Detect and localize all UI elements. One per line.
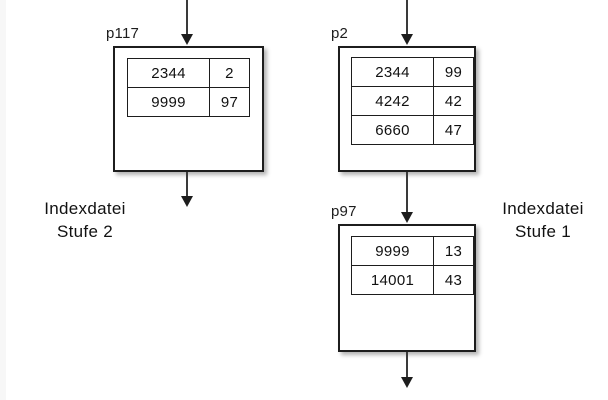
entry-table-p117: 2344 2 9999 97 <box>127 58 250 117</box>
entry-key: 9999 <box>127 87 210 117</box>
arrow-into-p117 <box>186 0 188 36</box>
arrow-out-of-p117-head <box>181 196 193 207</box>
arrow-p2-to-p97-head <box>401 212 413 223</box>
arrow-into-p117-head <box>181 34 193 45</box>
index-block-p117[interactable]: 2344 2 9999 97 <box>113 46 264 172</box>
entry-table-p97: 9999 13 14001 43 <box>351 236 474 295</box>
arrow-p2-to-p97 <box>406 172 408 214</box>
table-row[interactable]: 9999 13 <box>351 236 474 266</box>
table-row[interactable]: 6660 47 <box>351 115 474 145</box>
entry-key: 9999 <box>351 236 434 266</box>
table-row[interactable]: 4242 42 <box>351 86 474 116</box>
entry-key: 2344 <box>351 57 434 87</box>
arrow-out-of-p97-head <box>401 377 413 388</box>
index-block-p97[interactable]: 9999 13 14001 43 <box>338 224 476 352</box>
entry-pointer: 99 <box>433 57 474 87</box>
arrow-into-p2-head <box>401 34 413 45</box>
index-block-p2[interactable]: 2344 99 4242 42 6660 47 <box>338 46 476 172</box>
table-row[interactable]: 9999 97 <box>127 87 250 117</box>
entry-key: 6660 <box>351 115 434 145</box>
caption-level-2: Indexdatei Stufe 2 <box>44 199 126 241</box>
entry-pointer: 97 <box>209 87 250 117</box>
entry-pointer: 13 <box>433 236 474 266</box>
page-edge-strip <box>0 0 6 400</box>
block-label-p117: p117 <box>106 25 140 42</box>
entry-key: 4242 <box>351 86 434 116</box>
entry-key: 2344 <box>127 58 210 88</box>
arrow-into-p2 <box>406 0 408 36</box>
table-row[interactable]: 2344 99 <box>351 57 474 87</box>
entry-pointer: 43 <box>433 265 474 295</box>
table-row[interactable]: 14001 43 <box>351 265 474 295</box>
entry-pointer: 42 <box>433 86 474 116</box>
entry-pointer: 2 <box>209 58 250 88</box>
entry-pointer: 47 <box>433 115 474 145</box>
entry-table-p2: 2344 99 4242 42 6660 47 <box>351 57 474 145</box>
arrow-out-of-p117 <box>186 172 188 198</box>
arrow-out-of-p97 <box>406 352 408 379</box>
entry-key: 14001 <box>351 265 434 295</box>
block-label-p97: p97 <box>331 203 357 220</box>
table-row[interactable]: 2344 2 <box>127 58 250 88</box>
caption-level-1: Indexdatei Stufe 1 <box>502 199 584 241</box>
block-label-p2: p2 <box>331 25 349 42</box>
